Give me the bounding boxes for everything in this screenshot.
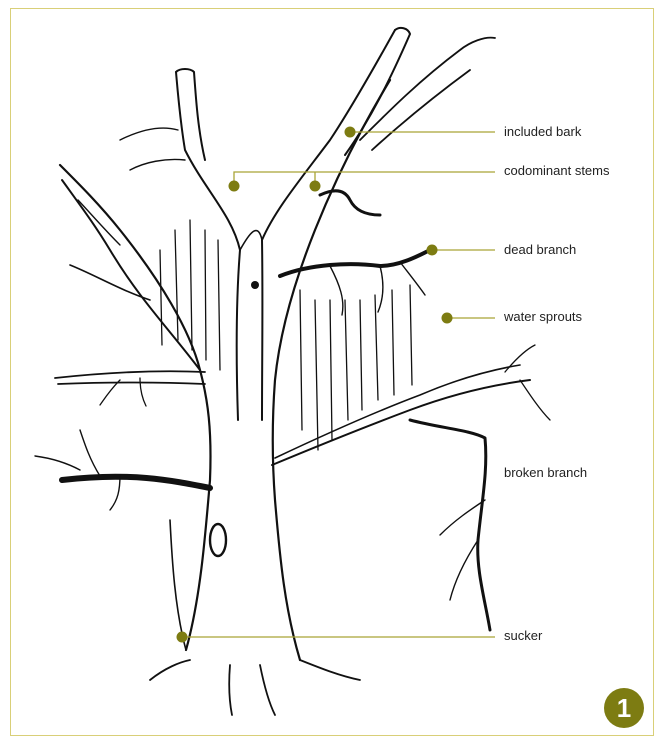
included-bark-label: included bark [504,124,581,140]
water-sprouts-label: water sprouts [504,309,582,325]
left-limb [62,180,200,370]
tree-drawing [35,28,550,715]
trunk-inner-left [176,72,240,420]
sucker-marker [177,632,188,643]
sucker-shoot [170,520,186,650]
water-sprouts-marker [442,313,453,324]
trunk-left-edge [60,165,211,650]
dead-branch-marker [427,245,438,256]
right-limb [272,380,530,465]
lower-left-limb [62,477,210,488]
sucker-label: sucker [504,628,542,644]
figure-number-badge: 1 [604,688,644,728]
roots [150,660,360,715]
broken-branch-label: broken branch [504,465,587,481]
codominant-stems-marker-right [310,181,321,192]
codominant-stems-label: codominant stems [504,163,610,179]
codominant-stems-leader [234,172,495,186]
right-leader-second [360,38,495,140]
trunk-inner-right [262,30,395,420]
right-leader-top [345,28,410,155]
trunk-knot [210,524,226,556]
dead-branch-label: dead branch [504,242,576,258]
codominant-stems-marker-left [229,181,240,192]
left-horizontal-limb [55,371,205,384]
included-bark-marker [345,127,356,138]
water-sprouts [160,220,412,450]
